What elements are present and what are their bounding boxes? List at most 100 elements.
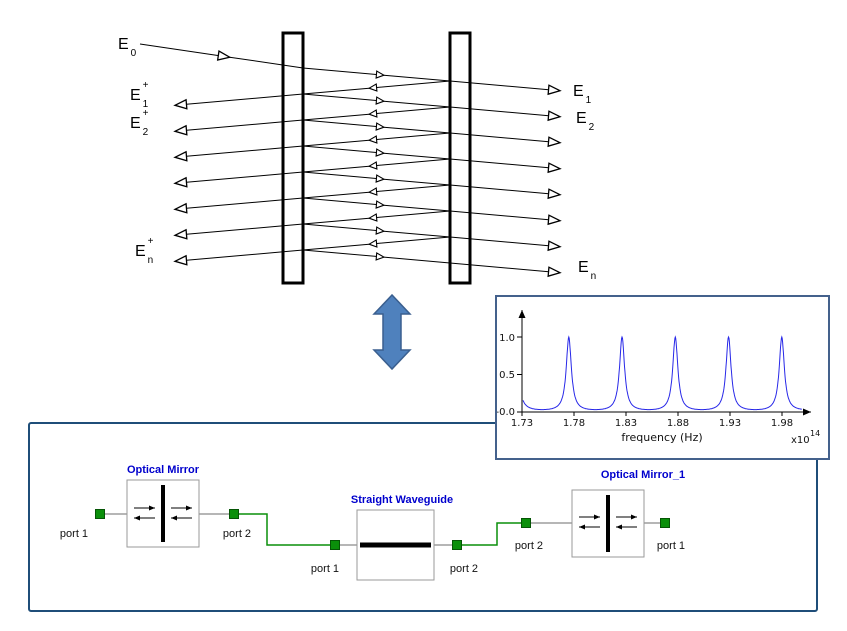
port-label: port 2 <box>515 540 543 552</box>
ray-line <box>449 236 562 252</box>
component-label: Straight Waveguide <box>351 494 453 506</box>
ray-line <box>302 132 451 147</box>
field-sub: 1 <box>142 99 149 110</box>
ray-line <box>173 223 304 240</box>
field-base: E <box>578 259 589 276</box>
transmission-curve <box>522 335 802 411</box>
ray-line <box>139 43 304 69</box>
field-base: E <box>135 243 146 260</box>
ray-line <box>302 80 451 95</box>
port-square[interactable] <box>660 518 670 528</box>
ray-line <box>302 158 451 173</box>
field-sub: 0 <box>130 48 137 59</box>
ray-line <box>173 249 304 266</box>
field-base: E <box>118 36 129 53</box>
x-multiplier-exponent: 14 <box>810 429 820 438</box>
ray-line <box>302 249 451 264</box>
field-sub: 1 <box>585 95 592 106</box>
field-sub: 2 <box>588 122 595 133</box>
ray-line <box>302 184 451 199</box>
ray-diagram-svg <box>139 31 562 285</box>
field-sup: + <box>142 80 149 91</box>
ray-line <box>302 145 451 160</box>
spectrum-chart-svg: 1.0 0.5 -0.0 1.73 1.78 1.83 1.88 1.93 1.… <box>495 310 820 446</box>
ray-line <box>449 158 562 174</box>
port-square[interactable] <box>229 509 239 519</box>
ray-line <box>302 236 451 251</box>
ray-line <box>302 93 451 108</box>
port-square[interactable] <box>95 509 105 519</box>
ray-line <box>302 223 451 238</box>
field-label-E1-plus: E+1 <box>130 80 150 110</box>
y-tick-label: -0.0 <box>497 407 515 418</box>
ray-line <box>302 119 451 134</box>
ray-line <box>449 80 562 96</box>
port-square[interactable] <box>521 518 531 528</box>
field-base: E <box>576 110 587 127</box>
port-label: port 1 <box>657 540 685 552</box>
x-tick-label: 1.78 <box>563 418 585 429</box>
port-label: port 1 <box>60 528 88 540</box>
ray-line <box>173 93 304 110</box>
field-subsup: +2 <box>141 108 150 138</box>
wire-waveguide-to-mirror1 <box>461 522 521 546</box>
x-axis-label: frequency (Hz) <box>621 431 702 444</box>
field-label-E2-plus: E+2 <box>130 108 150 138</box>
field-base: E <box>130 115 141 132</box>
ray-line <box>302 67 451 82</box>
ray-lines-group <box>139 43 562 278</box>
component-label: Optical Mirror <box>127 464 200 476</box>
field-subsup: +1 <box>141 80 150 110</box>
equivalence-arrow <box>372 293 412 371</box>
port-square[interactable] <box>452 540 462 550</box>
ray-line <box>449 106 562 122</box>
ray-line <box>302 197 451 212</box>
x-multiplier-label: x10 <box>791 435 810 446</box>
field-sup: + <box>147 236 154 247</box>
ray-line <box>302 210 451 225</box>
port-label: port 1 <box>311 563 339 575</box>
port-label: port 2 <box>223 528 251 540</box>
ray-line <box>449 184 562 200</box>
x-tick-label: 1.88 <box>667 418 689 429</box>
ray-line <box>302 171 451 186</box>
field-sub: 2 <box>142 127 149 138</box>
field-subsup: +n <box>146 236 155 266</box>
x-tick-label: 1.73 <box>511 418 533 429</box>
port-square[interactable] <box>330 540 340 550</box>
field-sub: n <box>147 255 154 266</box>
schematic-svg: Optical Mirror port 1 port 2 Straight Wa… <box>60 464 685 581</box>
field-subsup: 2 <box>587 107 596 133</box>
transmission-line <box>522 335 802 411</box>
mirror-left-rect <box>281 31 305 285</box>
double-arrow-icon <box>372 293 412 371</box>
x-tick-label: 1.83 <box>615 418 637 429</box>
field-base: E <box>573 83 584 100</box>
ray-line <box>449 210 562 226</box>
ray-line <box>173 171 304 188</box>
ray-line <box>449 262 562 278</box>
wire-mirror-to-waveguide <box>238 513 330 546</box>
field-subsup: n <box>589 256 598 282</box>
y-tick-label: 0.5 <box>499 370 515 381</box>
ray-line <box>173 119 304 136</box>
port-label: port 2 <box>450 563 478 575</box>
field-sup: + <box>142 108 149 119</box>
field-base: E <box>130 87 141 104</box>
y-tick-label: 1.0 <box>499 333 515 344</box>
x-tick-label: 1.93 <box>719 418 741 429</box>
field-subsup: 1 <box>584 80 593 106</box>
ray-line <box>173 145 304 162</box>
spectrum-panel: 1.0 0.5 -0.0 1.73 1.78 1.83 1.88 1.93 1.… <box>495 295 830 460</box>
component-label: Optical Mirror_1 <box>601 469 685 481</box>
field-label-En-plus: E+n <box>135 236 155 266</box>
x-tick-label: 1.98 <box>771 418 793 429</box>
ray-line <box>449 132 562 148</box>
ray-line <box>173 197 304 214</box>
field-sub: n <box>590 271 597 282</box>
